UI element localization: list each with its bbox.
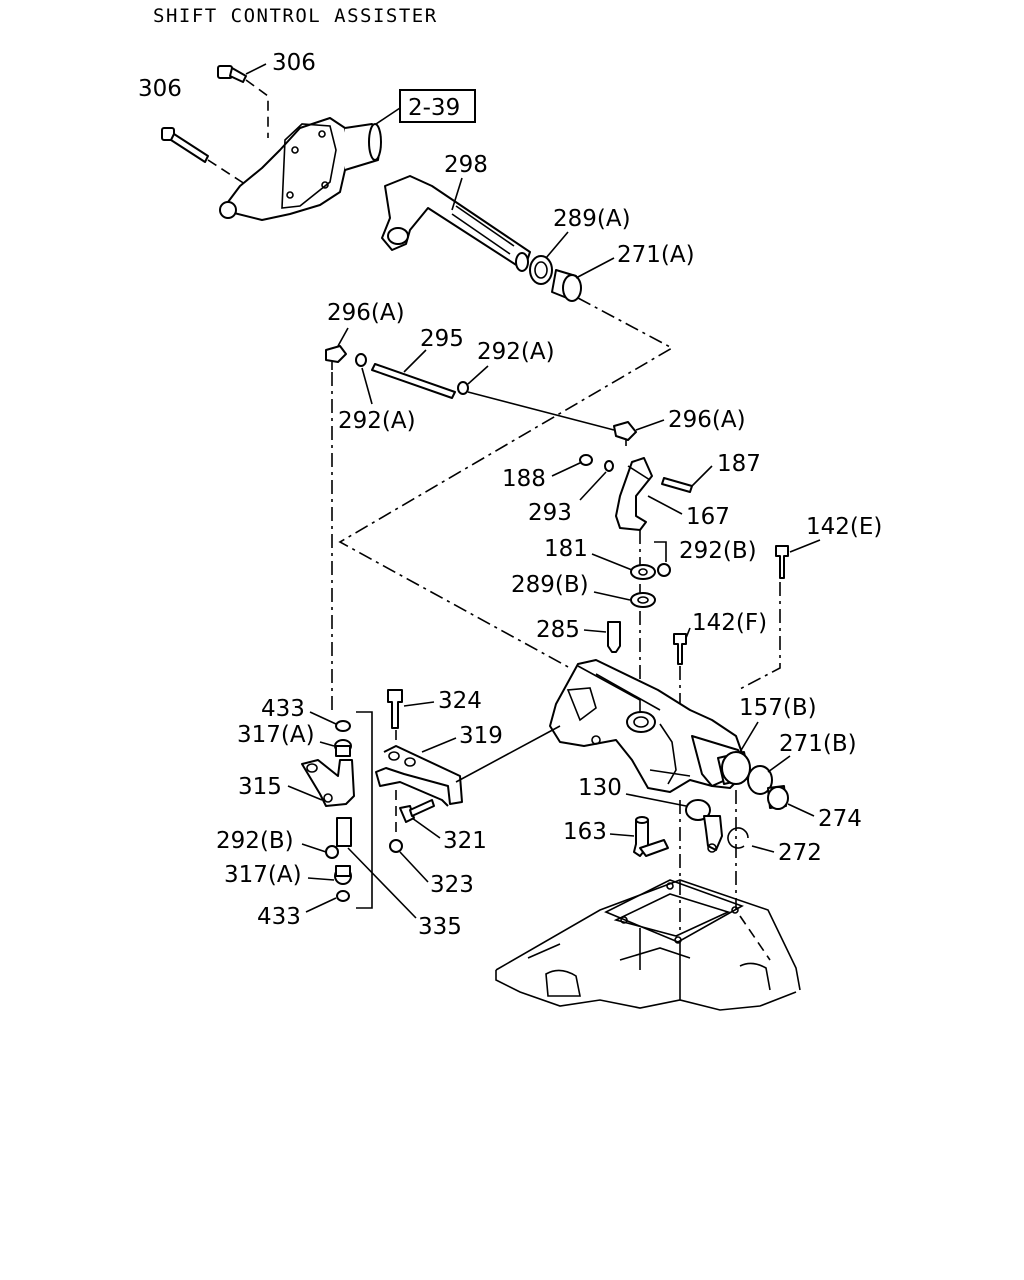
label-274: 274: [818, 806, 862, 832]
fitting-285: [607, 621, 621, 653]
label-315: 315: [238, 774, 282, 800]
label-296a-top: 296(A): [327, 300, 405, 326]
centerline-142e: [737, 582, 781, 691]
bracket-319-leader: [455, 725, 561, 783]
bolt-321: [399, 799, 435, 823]
label-324: 324: [438, 688, 482, 714]
bolt-142f: [673, 633, 687, 665]
bushing-317a-bottom: [334, 865, 352, 885]
label-292b-top: 292(B): [679, 538, 757, 564]
label-295: 295: [420, 326, 464, 352]
pin-187: [661, 477, 693, 493]
label-306-lower: 306: [138, 76, 182, 102]
label-271b: 271(B): [779, 731, 857, 757]
oring-433-bottom: [336, 890, 350, 902]
label-142e: 142(E): [806, 514, 882, 540]
bolt-324: [387, 689, 403, 729]
bolt-306-upper: [217, 65, 247, 83]
label-298: 298: [444, 152, 488, 178]
label-142f: 142(F): [692, 610, 767, 636]
label-433-bottom: 433: [257, 904, 301, 930]
bracket-167: [615, 457, 653, 531]
bushing-317a-top: [334, 739, 352, 757]
seal-289b: [630, 592, 656, 608]
label-321: 321: [443, 828, 487, 854]
label-163: 163: [563, 819, 607, 845]
label-271a: 271(A): [617, 242, 695, 268]
label-130: 130: [578, 775, 622, 801]
label-319: 319: [459, 723, 503, 749]
nut-292b-top: [657, 563, 671, 577]
label-289a: 289(A): [553, 206, 631, 232]
label-317a-bottom: 317(A): [224, 862, 302, 888]
leader-306-lower: [207, 159, 249, 187]
label-285: 285: [536, 617, 580, 643]
washer-181: [630, 564, 656, 580]
label-323: 323: [430, 872, 474, 898]
ref-box-label: 2-39: [408, 95, 460, 121]
rod-link-line: [467, 391, 615, 431]
label-289b: 289(B): [511, 572, 589, 598]
bushing-271a: [551, 269, 582, 302]
label-157b: 157(B): [739, 695, 817, 721]
label-272: 272: [778, 840, 822, 866]
bolt-306-lower: [161, 127, 209, 163]
label-187: 187: [717, 451, 761, 477]
lever-130: [685, 799, 723, 853]
leader-306-upper: [245, 79, 269, 138]
bushing-271b: [747, 765, 773, 795]
nut-323: [389, 839, 403, 853]
seal-289a: [529, 255, 553, 285]
ball-joint-296a-right: [613, 421, 637, 446]
lever-315: [301, 759, 355, 807]
label-335: 335: [418, 914, 462, 940]
bolt-142e: [775, 545, 789, 579]
label-188: 188: [502, 466, 546, 492]
diagram-title: SHIFT CONTROL ASSISTER: [153, 5, 438, 27]
label-433-top: 433: [261, 696, 305, 722]
nut-188: [579, 454, 593, 466]
label-167: 167: [686, 504, 730, 530]
label-296a-right: 296(A): [668, 407, 746, 433]
label-293: 293: [528, 500, 572, 526]
ball-joint-296a-left: [325, 345, 347, 370]
snap-ring-272: [727, 827, 749, 849]
plug-274: [767, 785, 789, 810]
centerline-shaft: [338, 297, 674, 669]
bracket-group-left: [356, 711, 373, 909]
washer-293: [604, 460, 614, 472]
label-306-upper: 306: [272, 50, 316, 76]
label-292a-left: 292(A): [338, 408, 416, 434]
transmission-case: [495, 879, 801, 1011]
nut-292b-left: [325, 845, 339, 859]
main-housing: [549, 659, 749, 793]
ref-box-2-39: [399, 89, 476, 123]
rod-295: [371, 363, 456, 399]
collar-157b: [717, 751, 751, 785]
oring-433-top: [335, 720, 351, 732]
bracket-292b: [654, 541, 667, 562]
label-292a-right: 292(A): [477, 339, 555, 365]
label-292b-left: 292(B): [216, 828, 294, 854]
label-181: 181: [544, 536, 588, 562]
nut-292a-left: [355, 353, 367, 367]
label-317a-top: 317(A): [237, 722, 315, 748]
bracket-319: [375, 745, 463, 807]
ref-box-leader: [375, 107, 401, 125]
shift-shaft-298: [381, 175, 531, 272]
shift-housing-assembly: [219, 117, 382, 221]
rod-335: [336, 817, 352, 847]
pin-163: [633, 816, 669, 857]
nut-292a-right: [457, 381, 469, 395]
